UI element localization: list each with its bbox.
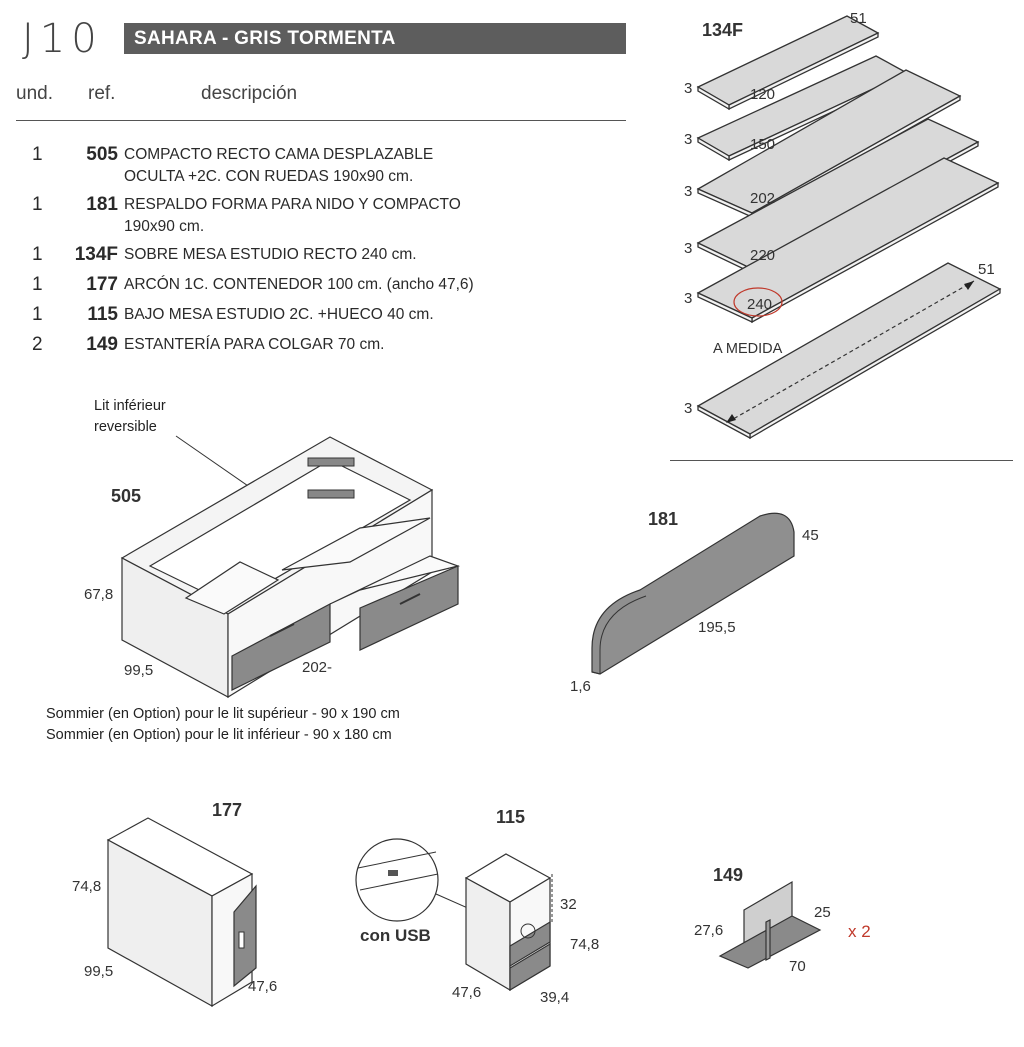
- backrest-181-ref: 181: [648, 509, 679, 529]
- shelf-length-label: 70: [789, 958, 806, 975]
- bed-505-ref: 505: [111, 486, 142, 506]
- item-qty: 1: [32, 144, 43, 165]
- item-desc-line: OCULTA +2C. CON RUEDAS 190x90 cm.: [124, 168, 414, 185]
- backrest-height-label: 45: [802, 527, 819, 544]
- panel-length-label: 120: [750, 86, 776, 103]
- shelf-height-label: 27,6: [694, 922, 724, 939]
- chest-depth-label: 99,5: [84, 963, 114, 980]
- panel-thickness-label: 3: [684, 131, 693, 148]
- panel-thickness-label: 3: [684, 290, 693, 307]
- item-desc-line: 190x90 cm.: [124, 218, 205, 235]
- panel-134f-ref: 134F: [702, 20, 744, 40]
- desk-unit-width-label: 39,4: [540, 989, 570, 1006]
- panel-length-label: 220: [750, 247, 776, 264]
- item-qty: 2: [32, 334, 43, 355]
- finish-title: SAHARA - GRIS TORMENTA: [124, 23, 626, 54]
- item-ref: 505: [86, 144, 118, 165]
- custom-thickness-label: 3: [684, 400, 693, 417]
- shelf-149-ref: 149: [713, 865, 744, 885]
- custom-length-arrow: [727, 280, 975, 423]
- item-desc-line: COMPACTO RECTO CAMA DESPLAZABLE: [124, 146, 434, 163]
- custom-depth-label: 51: [978, 261, 995, 278]
- chest-width-label: 47,6: [248, 978, 278, 995]
- item-desc: SOBRE MESA ESTUDIO RECTO 240 cm.: [124, 246, 417, 263]
- bed-width-label: 202-: [302, 659, 333, 676]
- section-divider: [670, 460, 1013, 461]
- item-ref: 177: [86, 274, 118, 295]
- item-desc: COMPACTO RECTO CAMA DESPLAZABLE OCULTA +…: [124, 144, 433, 188]
- item-ref: 149: [86, 334, 118, 355]
- item-desc: RESPALDO FORMA PARA NIDO Y COMPACTO 190x…: [124, 194, 461, 238]
- usb-detail-circle: [355, 838, 439, 922]
- custom-size-label: A MEDIDA: [713, 341, 783, 357]
- mattress-notes: Sommier (en Option) pour le lit supérieu…: [46, 704, 400, 746]
- desk-unit-height-label: 74,8: [570, 936, 600, 953]
- panel-length-label: 202: [750, 190, 776, 207]
- backrest-thickness-label: 1,6: [570, 678, 591, 695]
- panel-thickness-label: 3: [684, 80, 693, 97]
- item-desc: ARCÓN 1C. CONTENEDOR 100 cm. (ancho 47,6…: [124, 276, 474, 293]
- item-ref: 115: [87, 304, 118, 325]
- panel-depth-label: 51: [850, 10, 867, 27]
- lower-bed-note-line: Lit inférieur: [94, 398, 166, 414]
- item-ref: 134F: [74, 244, 118, 265]
- desk-unit-depth-label: 47,6: [452, 984, 482, 1001]
- usb-port-icon: [388, 870, 398, 876]
- desk-unit-gap-label: 32: [560, 896, 577, 913]
- backrest-length-label: 195,5: [698, 619, 736, 636]
- mattress-note-line: Sommier (en Option) pour le lit inférieu…: [46, 727, 392, 743]
- item-qty: 1: [32, 274, 43, 295]
- item-qty: 1: [32, 304, 43, 325]
- panel-thickness-label: 3: [684, 240, 693, 257]
- column-desc-header: descripción: [201, 83, 298, 104]
- column-qty-header: und.: [16, 83, 53, 104]
- highlight-circle: [733, 287, 783, 317]
- item-ref: 181: [86, 194, 118, 215]
- chest-height-label: 74,8: [72, 878, 102, 895]
- item-desc-line: RESPALDO FORMA PARA NIDO Y COMPACTO: [124, 196, 461, 213]
- item-desc: BAJO MESA ESTUDIO 2C. +HUECO 40 cm.: [124, 306, 434, 323]
- bed-height-label: 67,8: [84, 586, 114, 603]
- lower-bed-note: Lit inférieur reversible: [94, 396, 166, 438]
- column-ref-header: ref.: [88, 83, 116, 104]
- panel-length-label: 150: [750, 136, 776, 153]
- shelf-quantity-multiplier: x 2: [848, 922, 871, 941]
- bed-depth-label: 99,5: [124, 662, 154, 679]
- item-qty: 1: [32, 244, 43, 265]
- shelf-depth-label: 25: [814, 904, 831, 921]
- lower-bed-note-line: reversible: [94, 419, 157, 435]
- panel-length-label: 240: [747, 296, 773, 313]
- mattress-note-line: Sommier (en Option) pour le lit supérieu…: [46, 706, 400, 722]
- item-qty: 1: [32, 194, 43, 215]
- model-code: J10: [22, 16, 103, 62]
- panel-thickness-label: 3: [684, 183, 693, 200]
- desk-unit-115-ref: 115: [496, 807, 526, 827]
- item-desc: ESTANTERÍA PARA COLGAR 70 cm.: [124, 336, 385, 353]
- header-divider: [16, 120, 626, 121]
- chest-177-ref: 177: [212, 800, 243, 820]
- usb-label: con USB: [360, 926, 431, 945]
